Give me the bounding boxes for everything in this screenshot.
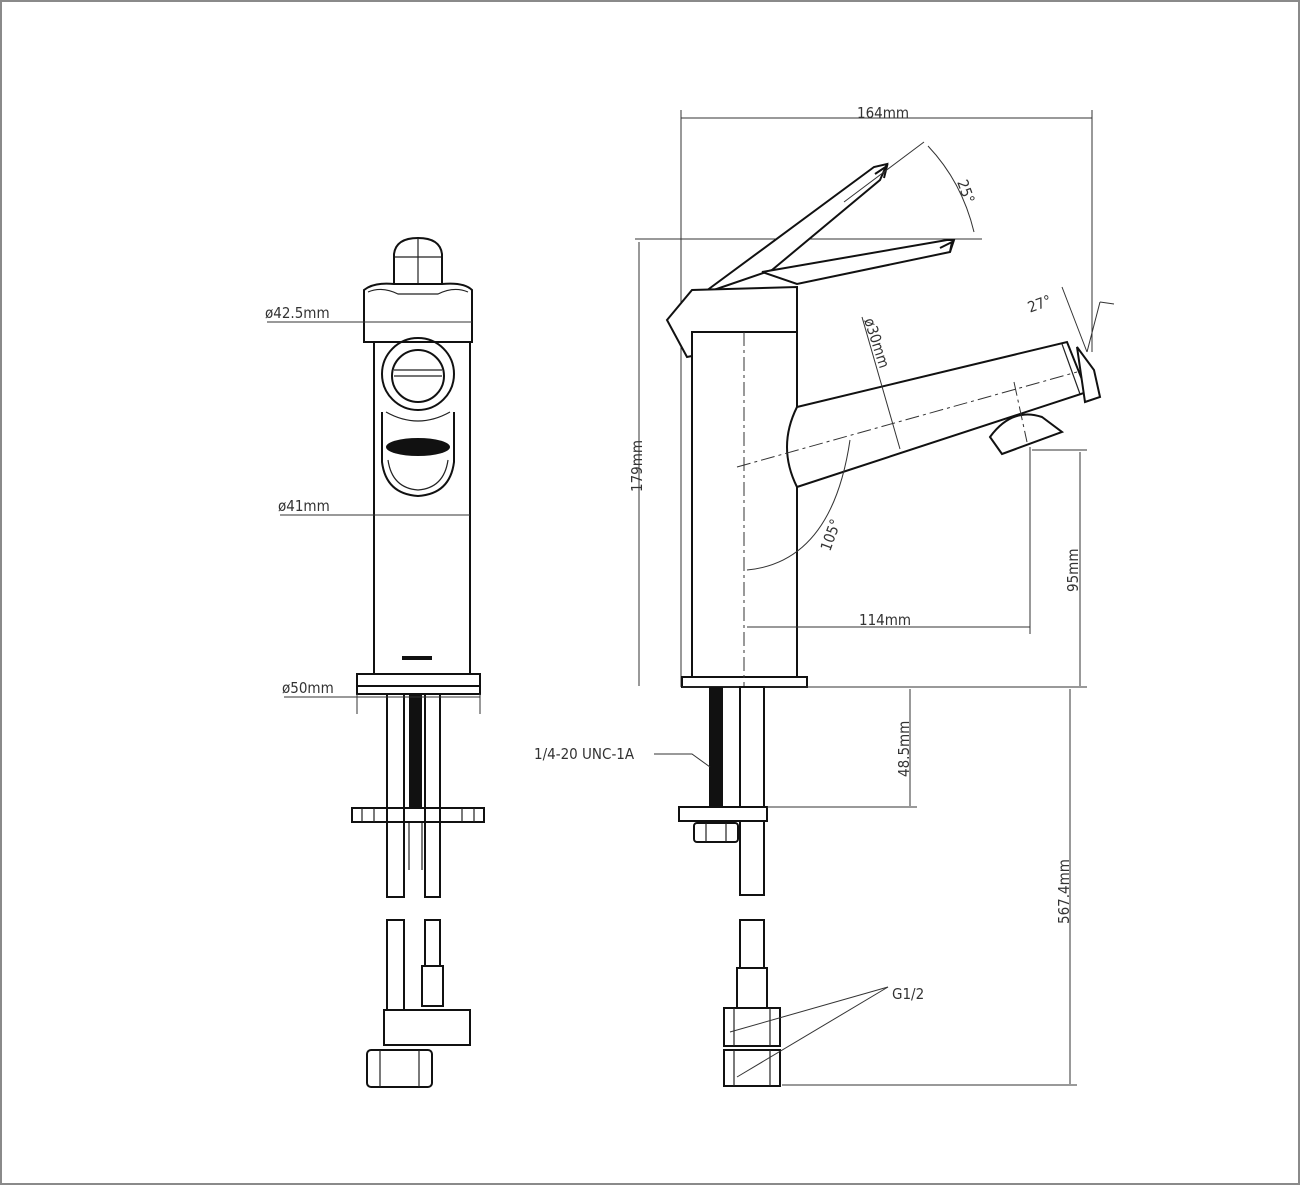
side-hose <box>739 686 765 896</box>
side-threaded-rod <box>709 687 723 807</box>
body <box>373 341 471 675</box>
spout-end <box>381 337 455 411</box>
dim-spout-angle: 105° <box>817 517 845 554</box>
dim-aerator-angle: 27° <box>1025 291 1054 316</box>
front-view: ø42.5mm ø41mm ø50mm <box>265 236 485 1088</box>
dim-body-diameter: ø41mm <box>278 497 330 515</box>
hose-nut-upper <box>723 1007 781 1047</box>
hose-left <box>386 693 405 898</box>
side-washer <box>678 806 768 822</box>
dim-hose-length: 567.4mm <box>1055 859 1073 924</box>
hose-nut-front <box>366 1049 433 1088</box>
base-plate <box>356 673 481 687</box>
side-nut <box>693 822 739 843</box>
dim-spout-diameter: ø30mm <box>860 316 893 371</box>
dim-spout-height: 95mm <box>1064 549 1082 592</box>
dim-overall-length: 164mm <box>857 104 909 122</box>
dim-overall-height: 179mm <box>628 440 646 492</box>
dim-handle-angle: 25° <box>953 177 978 206</box>
mounting-washer <box>351 807 485 823</box>
spout <box>786 340 1089 489</box>
spout-tip <box>1076 346 1102 404</box>
connector-block <box>383 1009 471 1046</box>
callout-thread: 1/4-20 UNC-1A <box>534 745 635 763</box>
callout-connection: G1/2 <box>892 985 924 1003</box>
dim-cap-diameter: ø42.5mm <box>265 304 330 322</box>
side-aerator <box>988 413 1065 456</box>
dim-shank-length: 48.5mm <box>895 721 913 777</box>
hose-right <box>424 693 441 898</box>
dim-spout-reach: 114mm <box>859 611 911 629</box>
side-view: 164mm 179mm 25° ø30mm 27° <box>534 104 1115 1087</box>
dim-base-diameter: ø50mm <box>282 679 334 697</box>
cartridge-cap <box>363 282 473 343</box>
aerator <box>386 438 450 456</box>
logo-mark <box>402 656 432 660</box>
threaded-rod <box>409 694 422 809</box>
